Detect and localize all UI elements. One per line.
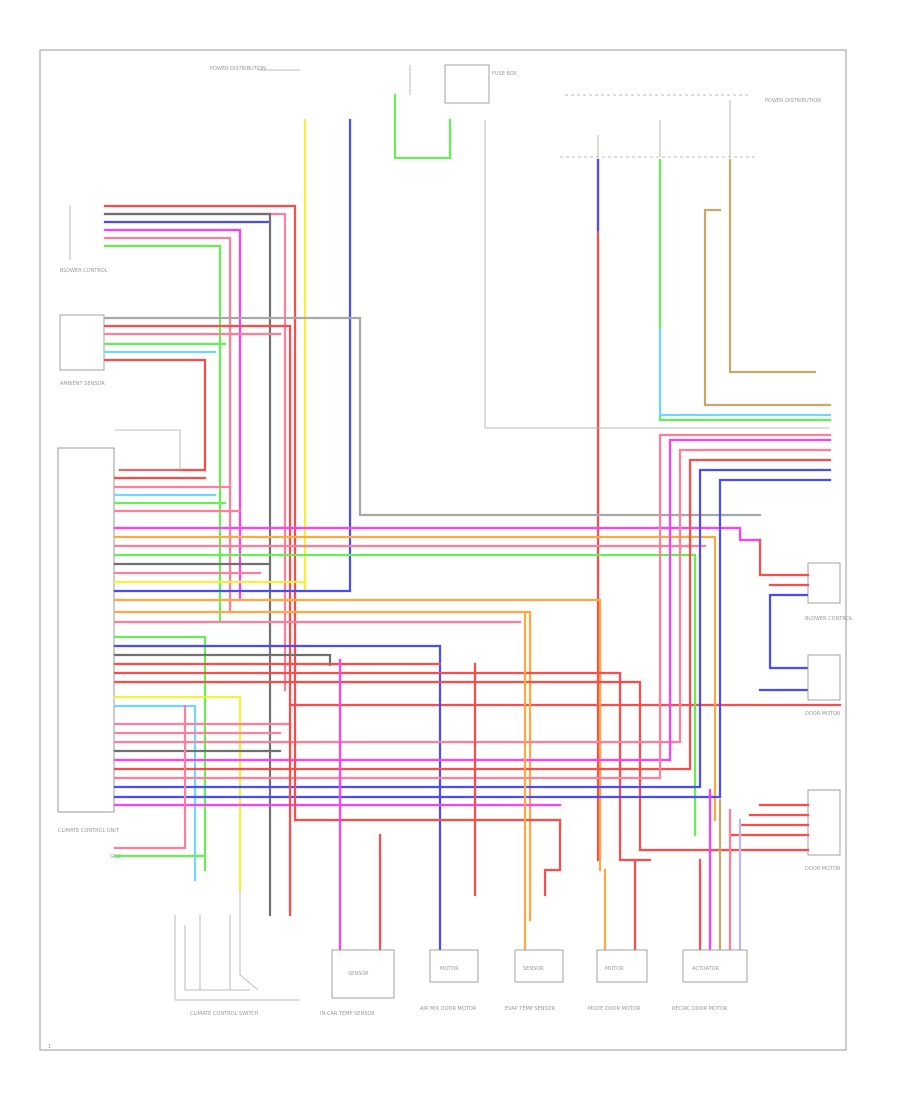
top-power-section: FUSE BOX POWER DISTRIBUTION POWER DISTRI… — [210, 64, 832, 862]
blower-control-box — [807, 562, 841, 604]
control-unit-box — [57, 447, 115, 813]
bottom-comp-1 — [331, 949, 395, 999]
door-motor-right-box — [807, 654, 841, 701]
bottom-comp-1-text: SENSOR — [348, 971, 369, 977]
bottom-comp-5-text: ACTUATOR — [692, 966, 720, 972]
bottom-comp-2-text: MOTOR — [440, 966, 459, 972]
climate-control-unit: CLIMATE CONTROL UNIT — [57, 429, 181, 834]
left-bottom-label: CLIMATE CONTROL SWITCH — [190, 1011, 259, 1017]
bottom-comp-1-label: IN-CAR TEMP SENSOR — [320, 1011, 375, 1017]
bottom-comp-5 — [682, 949, 748, 983]
right-lower-label: DOOR MOTOR — [805, 866, 841, 872]
power-source-label: POWER DISTRIBUTION — [210, 66, 266, 72]
middle-left-connector: AMBIENT SENSOR — [59, 314, 842, 707]
bottom-comp-3-label: EVAP TEMP SENSOR — [505, 1006, 556, 1012]
bottom-comp-2 — [429, 949, 479, 983]
main-harness — [113, 433, 832, 952]
page-number: 1 — [48, 1044, 51, 1050]
diagram-frame — [39, 49, 847, 1051]
bottom-comp-2-label: AIR MIX DOOR MOTOR — [420, 1006, 477, 1012]
bottom-comp-4 — [596, 949, 648, 983]
fuse-box — [444, 64, 490, 104]
bottom-comp-3 — [514, 949, 564, 983]
upper-left-connector: BLOWER CONTROL — [60, 204, 297, 917]
upper-connector-label: BLOWER CONTROL — [60, 268, 108, 274]
bottom-components: SENSOR IN-CAR TEMP SENSOR MOTOR AIR MIX … — [110, 704, 748, 1017]
middle-connector-label: AMBIENT SENSOR — [60, 381, 105, 387]
door-motor-right-label: DOOR MOTOR — [805, 711, 841, 717]
right-components: BLOWER CONTROL DOOR MOTOR DOOR MOTOR — [638, 538, 853, 872]
bottom-comp-5-label: RECIRC DOOR MOTOR — [672, 1006, 728, 1012]
right-lower-connector — [807, 789, 841, 856]
control-unit-label: CLIMATE CONTROL UNIT — [58, 828, 120, 834]
bottom-harness — [288, 610, 742, 952]
power-block-label: POWER DISTRIBUTION — [765, 98, 821, 104]
bottom-comp-3-text: SENSOR — [523, 966, 544, 972]
bottom-comp-4-text: MOTOR — [605, 966, 624, 972]
bottom-comp-4-label: MODE DOOR MOTOR — [588, 1006, 641, 1012]
fuse-box-label: FUSE BOX — [492, 71, 517, 77]
blower-control-label: BLOWER CONTROL — [805, 616, 853, 622]
